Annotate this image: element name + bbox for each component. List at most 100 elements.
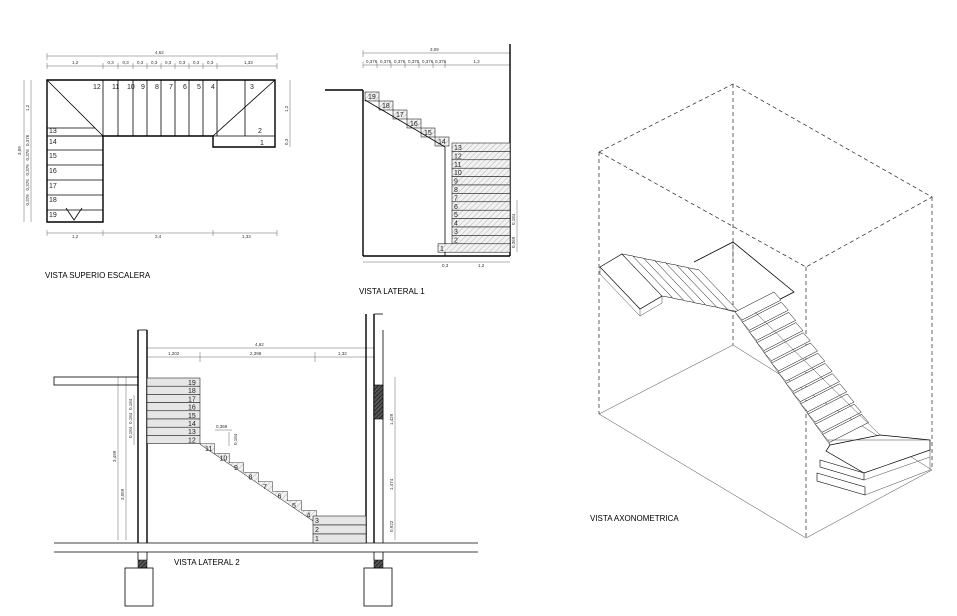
lat1-step-label-15: 15 [424, 130, 432, 137]
lat2-step-label-12: 12 [188, 437, 196, 444]
lat1-step-17 [392, 109, 408, 120]
lat1-step-label-6: 6 [454, 204, 458, 211]
lat1-dim-bottom-0: 0,3 [442, 263, 449, 268]
top-dim-left-5: 0,376 [25, 194, 30, 206]
lat1-step-5 [451, 209, 511, 219]
axon-tread [785, 363, 833, 392]
lat2-dim-right-0: 1,429 [389, 413, 394, 425]
top-dim-left-4: 0,376 [25, 179, 30, 191]
lat1-step-label-14: 14 [438, 139, 446, 146]
lat1-dim-right-0: 0,184 [511, 213, 516, 225]
lat2-dim-right-2: 0,922 [389, 520, 394, 532]
top-step-15: 15 [49, 153, 57, 160]
top-step-17: 17 [49, 183, 57, 190]
lat1-step-label-16: 16 [410, 121, 418, 128]
top-step-9: 9 [141, 84, 145, 91]
title-top-view: VISTA SUPERIO ESCALERA [45, 271, 151, 280]
lat2-step-label-7: 7 [263, 484, 267, 491]
top-step-14: 14 [49, 139, 57, 146]
lat1-step-1 [437, 243, 511, 253]
top-dim-top-9: 1,33 [244, 60, 253, 65]
top-step-4: 4 [211, 84, 215, 91]
top-dim-top-4: 0,3 [151, 60, 158, 65]
axon-tread [749, 312, 796, 341]
title-axonometric: VISTA AXONOMETRICA [590, 514, 679, 523]
lat1-dim-top-2: 0,376 [394, 59, 406, 64]
lat2-step-label-11: 11 [205, 446, 212, 453]
lat1-step-label-2: 2 [454, 237, 458, 244]
lat1-step-label-1: 1 [440, 246, 444, 253]
lat1-step-6 [451, 201, 511, 211]
lat1-step-label-4: 4 [454, 221, 458, 228]
top-dim-top-7: 0,3 [193, 60, 200, 65]
lat1-step-label-9: 9 [454, 179, 458, 186]
top-step-13: 13 [49, 128, 57, 135]
top-step-7: 7 [169, 84, 173, 91]
lat2-step-label-16: 16 [188, 405, 196, 412]
lat1-step-label-13: 13 [454, 145, 462, 152]
lat1-step-label-7: 7 [454, 195, 458, 202]
lat2-step-label-5: 5 [292, 503, 296, 510]
lat2-dim-top-0: 1,202 [168, 351, 180, 356]
axonometric-view [598, 83, 933, 539]
lat2-dim-total: 4,62 [255, 342, 264, 347]
lat1-step-label-8: 8 [454, 187, 458, 194]
top-dim-right-0: 1,2 [284, 105, 289, 112]
top-dim-top-8: 0,3 [207, 60, 214, 65]
top-dim-left-3: 0,376 [25, 164, 30, 176]
axon-tread [778, 352, 826, 382]
top-step-1: 1 [260, 140, 264, 147]
lat1-step-16 [406, 118, 422, 129]
lat1-step-4 [451, 218, 511, 228]
lat1-step-label-10: 10 [454, 170, 462, 177]
lat1-step-label-17: 17 [396, 112, 404, 119]
lat1-dim-top-4: 0,376 [422, 59, 434, 64]
top-dim-left-1: 0,376 [25, 134, 30, 146]
top-step-5: 5 [197, 84, 201, 91]
lat1-step-2 [451, 235, 511, 245]
lat2-step-label-15: 15 [188, 413, 196, 420]
lat1-step-label-12: 12 [454, 153, 462, 160]
lat2-dim-right-1: 1,474 [389, 478, 394, 490]
axon-tread [734, 291, 782, 321]
lat2-step-label-4: 4 [307, 513, 311, 520]
lat1-dim-top-3: 0,376 [408, 59, 420, 64]
top-dim-right-1: 0,3 [284, 138, 289, 145]
lat2-dim-left-2: 0,184 [128, 426, 133, 438]
lat2-dim-left-outer: 3,499 [112, 450, 117, 462]
top-dim-top-5: 0,3 [165, 60, 172, 65]
lat1-step-18 [378, 100, 394, 111]
lat2-dim-left-0: 0,184 [128, 398, 133, 410]
lat1-dim-top-1: 0,376 [380, 59, 392, 64]
lat2-dim-top-2: 1,32 [338, 351, 347, 356]
lat2-step-label-17: 17 [188, 396, 196, 403]
lat1-dim-top-0: 0,376 [366, 59, 378, 64]
lat2-step-label-9: 9 [234, 465, 238, 472]
axon-tread [741, 301, 789, 331]
lat1-step-8 [451, 184, 511, 194]
lat2-step-label-13: 13 [188, 429, 196, 436]
top-step-18: 18 [49, 197, 57, 204]
lat1-step-label-18: 18 [382, 103, 390, 110]
top-dim-left-2: 0,376 [25, 149, 30, 161]
lat2-step-12 [146, 435, 201, 444]
top-dim-bottom-0: 1,2 [72, 234, 79, 239]
lat2-step-label-6: 6 [278, 494, 282, 501]
lat2-step-3 [312, 515, 367, 526]
top-step-6: 6 [183, 84, 187, 91]
top-step-19: 19 [49, 212, 57, 219]
axon-tread [814, 403, 862, 433]
lat1-step-19 [364, 91, 380, 102]
lateral-view-2: 4,62 1,202 2,398 1,32 3,499 3,059 0,184 … [53, 313, 478, 607]
lat1-step-label-3: 3 [454, 229, 458, 236]
axon-tread [822, 414, 869, 443]
lat1-step-label-11: 11 [454, 162, 461, 169]
lat1-dim-bottom-1: 1,2 [478, 263, 485, 268]
lat2-step-label-19: 19 [188, 380, 196, 387]
top-dim-top-2: 0,3 [123, 60, 130, 65]
top-step-2: 2 [258, 128, 262, 135]
lat2-step-label-8: 8 [249, 475, 253, 482]
top-dim-top-6: 0,3 [179, 60, 186, 65]
